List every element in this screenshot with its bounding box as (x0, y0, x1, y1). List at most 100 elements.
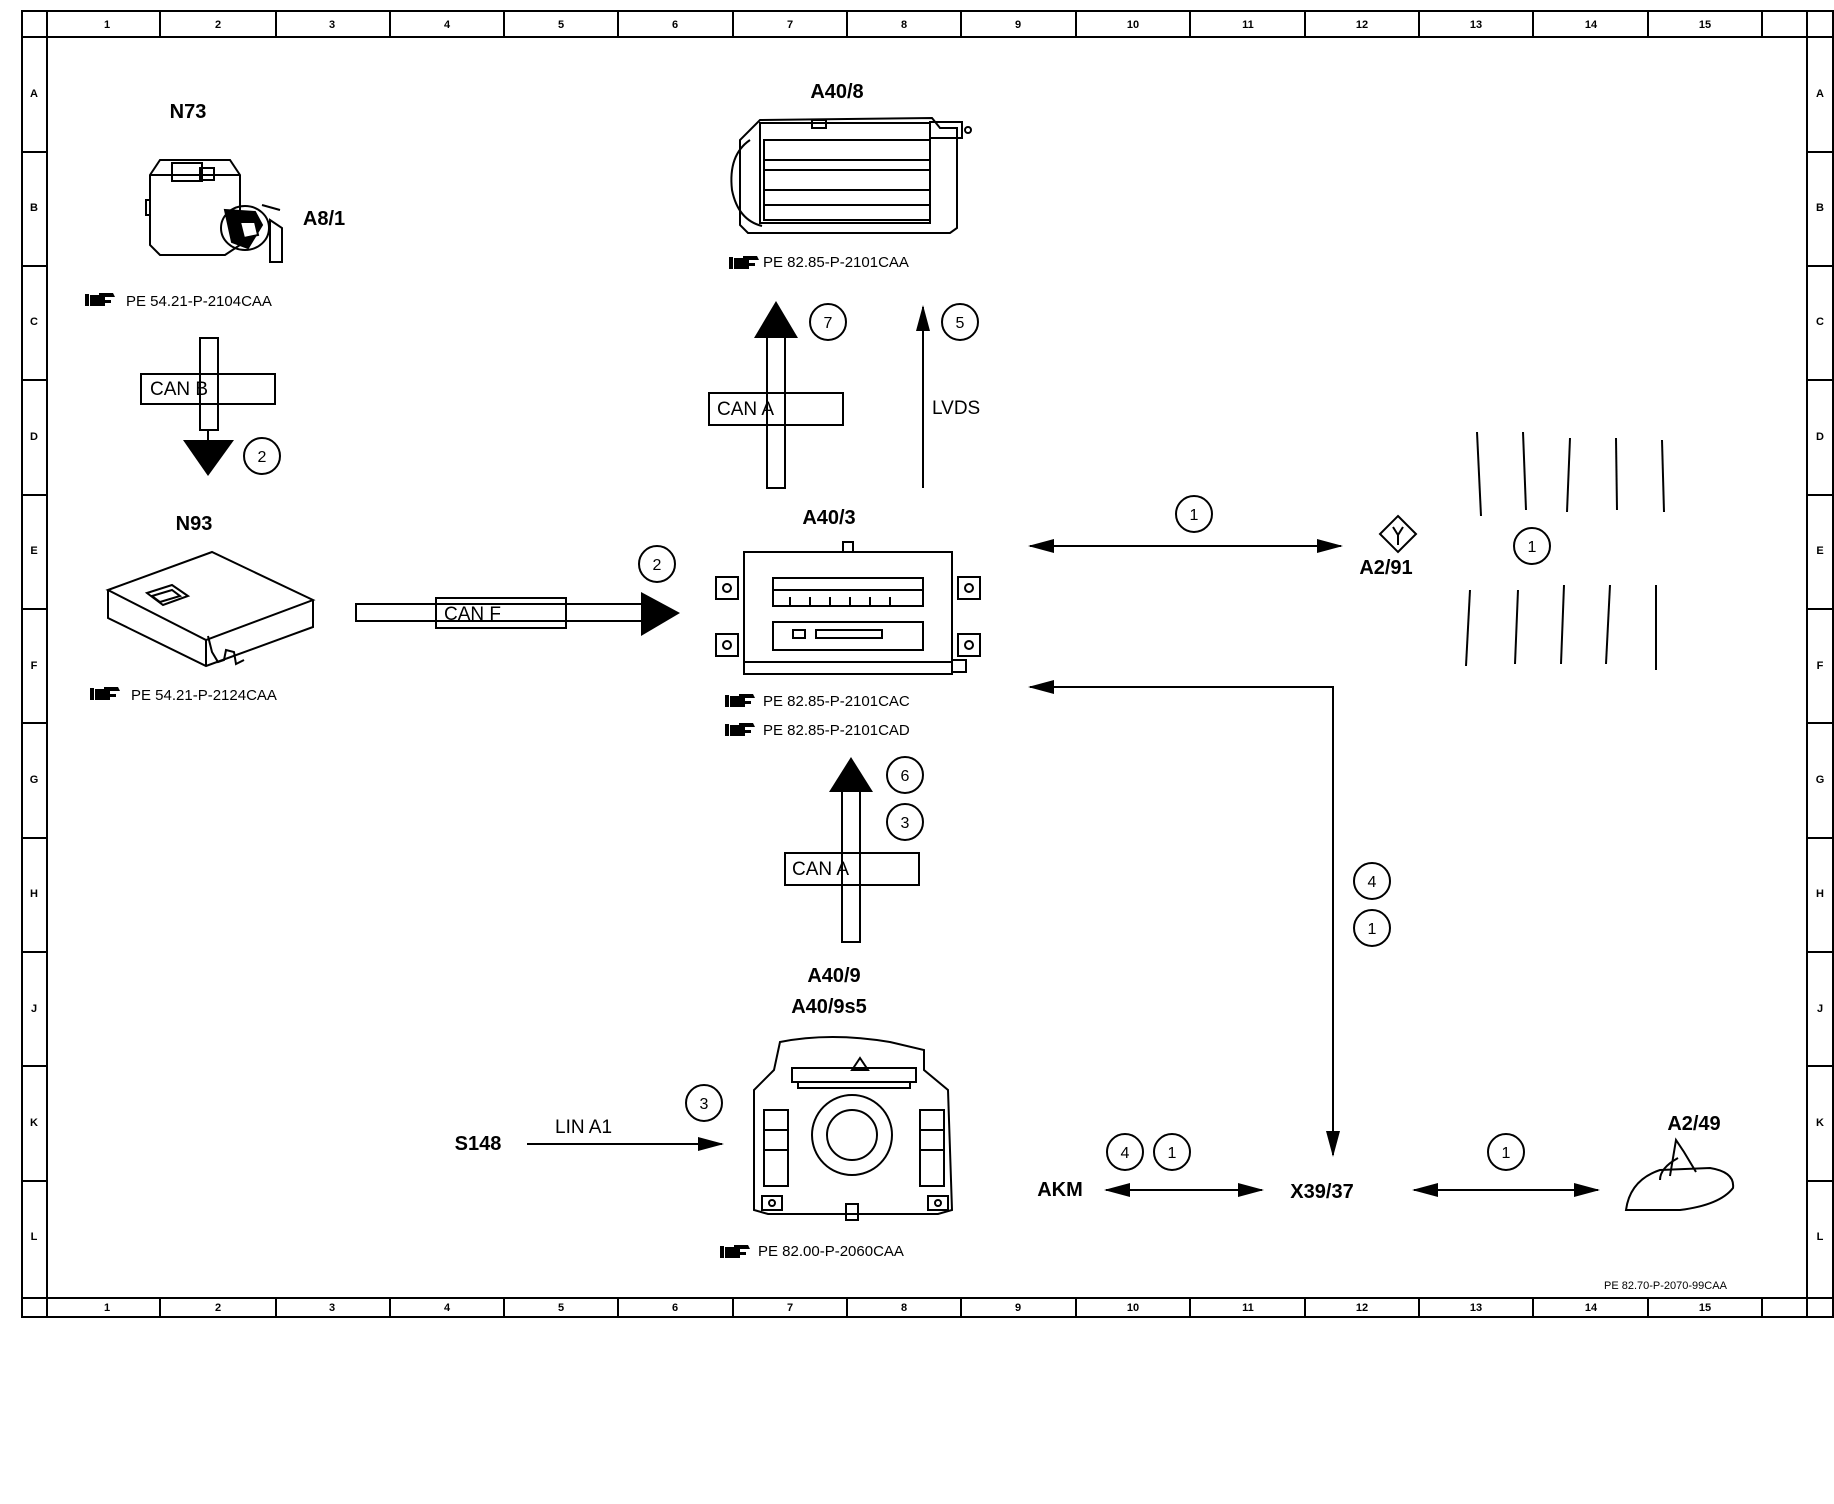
col-label: 1 (104, 1302, 110, 1314)
marker-circle (243, 437, 281, 475)
marker-number: 5 (956, 315, 965, 332)
col-label: 12 (1356, 19, 1368, 31)
marker-number: 4 (1368, 874, 1377, 891)
n93-module-illustration (105, 550, 316, 668)
antenna-field-lines (1465, 431, 1665, 670)
marker-circle (1106, 1133, 1144, 1171)
hand-pointing-icon (725, 694, 755, 707)
row-label: G (30, 774, 39, 786)
col-label: 15 (1699, 19, 1711, 31)
marker-circle (941, 303, 979, 341)
ignition-switch-illustration (145, 159, 283, 263)
ref-n93: PE 54.21-P-2124CAA (131, 687, 277, 704)
marker-number: 1 (1368, 921, 1377, 938)
control-panel-illustration (753, 1036, 954, 1221)
row-label: F (1817, 660, 1824, 672)
marker-circle (1513, 527, 1551, 565)
col-label: 11 (1242, 1302, 1254, 1314)
drawing-frame (21, 10, 1834, 1318)
marker-circle (685, 1084, 723, 1122)
label-akm: AKM (1037, 1179, 1083, 1201)
row-label: K (30, 1117, 38, 1129)
row-label: E (30, 545, 37, 557)
col-label: 5 (558, 1302, 564, 1314)
col-label: 3 (329, 1302, 335, 1314)
grid-row-labels-left: A B C D E F G H J K L (30, 88, 39, 1243)
col-label: 9 (1015, 1302, 1021, 1314)
marker-circle (1487, 1133, 1525, 1171)
row-label: A (30, 88, 38, 100)
label-a40-3: A40/3 (802, 507, 855, 529)
bus-label-lin-a1: LIN A1 (555, 1117, 612, 1138)
marker-number: 1 (1502, 1145, 1511, 1162)
col-label: 2 (215, 19, 221, 31)
row-label: J (1817, 1003, 1823, 1015)
bus-label-can-a-bottom: CAN A (792, 859, 849, 880)
antenna-diamond-icon (1378, 514, 1418, 554)
row-label: L (31, 1231, 38, 1243)
label-a40-9s5: A40/9s5 (791, 996, 867, 1018)
display-illustration (730, 116, 972, 234)
label-a40-9: A40/9 (807, 965, 860, 987)
col-label: 14 (1585, 19, 1598, 31)
hand-pointing-icon (90, 687, 120, 700)
marker-circle (809, 303, 847, 341)
can-a-bottom-connection (784, 757, 920, 943)
marker-number: 2 (258, 449, 267, 466)
label-a8-1: A8/1 (303, 208, 345, 230)
row-label: J (31, 1003, 37, 1015)
label-n73: N73 (170, 101, 207, 123)
col-label: 10 (1127, 1302, 1139, 1314)
col-label: 4 (444, 19, 451, 31)
row-label: B (30, 202, 38, 214)
label-s148: S148 (455, 1133, 502, 1155)
col-label: 7 (787, 19, 793, 31)
row-label: L (1817, 1231, 1824, 1243)
can-f-connection (355, 592, 680, 636)
label-a2-91: A2/91 (1359, 557, 1412, 579)
marker-number: 6 (901, 768, 910, 785)
grid-column-labels-bottom: 1 2 3 4 5 6 7 8 9 10 11 12 13 14 15 (104, 1302, 1711, 1314)
can-b-connection (140, 337, 276, 476)
bus-label-lvds: LVDS (932, 398, 980, 419)
row-label: D (1816, 431, 1824, 443)
marker-number: 7 (824, 315, 833, 332)
row-label: C (1816, 316, 1824, 328)
col-label: 9 (1015, 19, 1021, 31)
row-label: F (31, 660, 38, 672)
ref-a40-9: PE 82.00-P-2060CAA (758, 1243, 904, 1260)
marker-circle (886, 756, 924, 794)
hand-pointing-icon (720, 1245, 750, 1258)
ref-a40-8: PE 82.85-P-2101CAA (763, 254, 909, 271)
roof-antenna-illustration (1624, 1137, 1735, 1211)
marker-number: 3 (700, 1096, 709, 1113)
col-label: 3 (329, 19, 335, 31)
grid-ticks (22, 11, 1833, 1317)
label-a40-8: A40/8 (810, 81, 863, 103)
row-label: H (1816, 888, 1824, 900)
hand-pointing-icon (729, 256, 759, 269)
marker-circle (1153, 1133, 1191, 1171)
marker-circle (638, 545, 676, 583)
bus-label-can-f: CAN F (444, 604, 501, 625)
hand-pointing-icon (85, 293, 115, 306)
marker-number: 1 (1168, 1145, 1177, 1162)
col-label: 14 (1585, 1302, 1598, 1314)
ref-a40-3-2: PE 82.85-P-2101CAD (763, 722, 910, 739)
marker-number: 1 (1528, 539, 1537, 556)
col-label: 13 (1470, 19, 1482, 31)
row-label: G (1816, 774, 1825, 786)
marker-number: 4 (1121, 1145, 1130, 1162)
col-label: 12 (1356, 1302, 1368, 1314)
row-label: E (1816, 545, 1823, 557)
can-a-top-connection (708, 301, 844, 489)
row-label: C (30, 316, 38, 328)
grid-row-labels-right: A B C D E F G H J K L (1816, 88, 1825, 1243)
col-label: 1 (104, 19, 110, 31)
col-label: 5 (558, 19, 564, 31)
marker-number: 1 (1190, 507, 1199, 524)
col-label: 10 (1127, 19, 1139, 31)
ref-a40-3-1: PE 82.85-P-2101CAC (763, 693, 910, 710)
ref-n73: PE 54.21-P-2104CAA (126, 293, 272, 310)
